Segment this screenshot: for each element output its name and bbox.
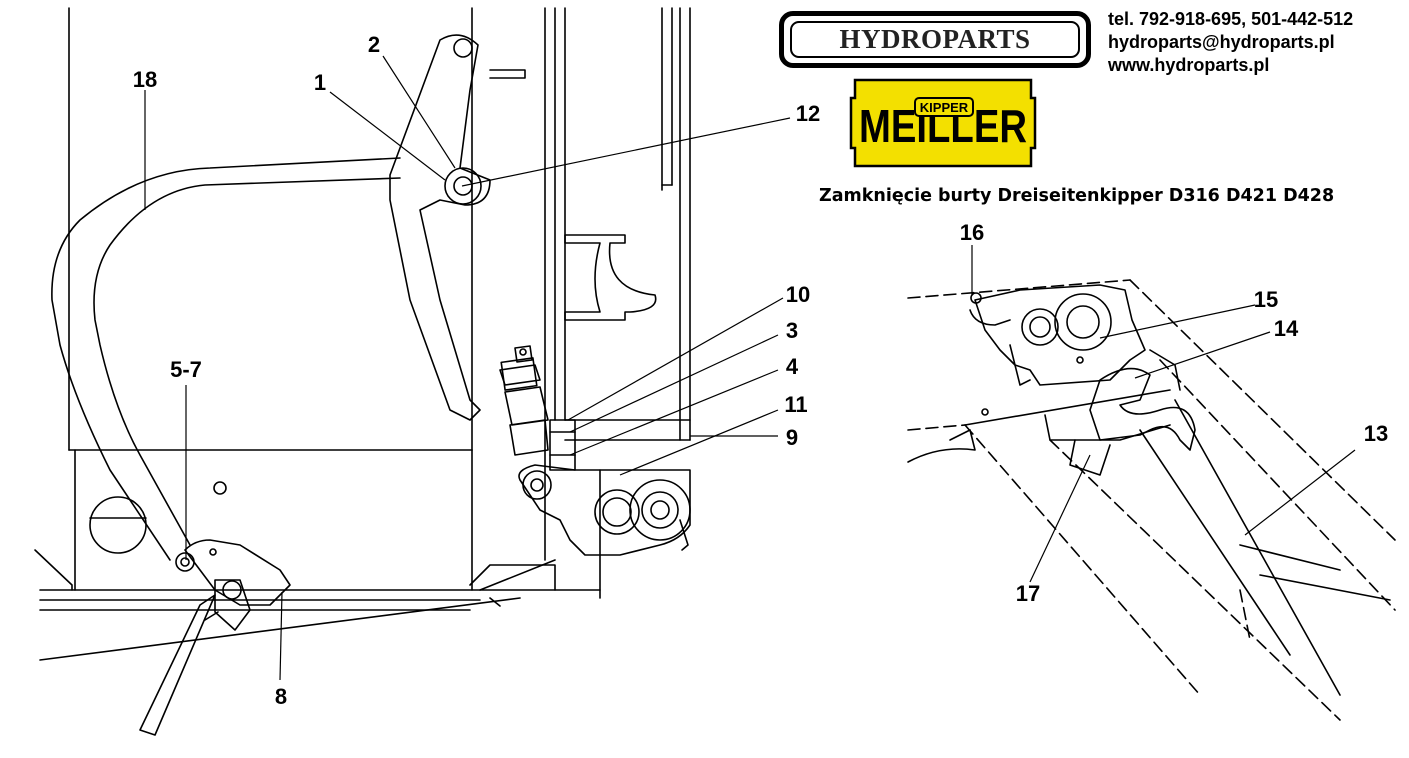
- callout-11: 11: [784, 392, 807, 417]
- diagram-title: Zamknięcie burty Dreiseitenkipper D316 D…: [819, 186, 1335, 206]
- callout-14: 14: [1274, 316, 1299, 341]
- callout-15: 15: [1254, 287, 1278, 312]
- callout-10: 10: [786, 282, 810, 307]
- callout-13: 13: [1364, 421, 1388, 446]
- callout-12: 12: [796, 101, 820, 126]
- callout-2: 2: [368, 32, 380, 57]
- kipper-logo-text: KIPPER: [920, 100, 969, 115]
- callout-9: 9: [786, 425, 798, 450]
- email-text: hydroparts@hydroparts.pl: [1108, 32, 1335, 52]
- detail-drawing: [907, 279, 1396, 721]
- callout-8: 8: [275, 684, 287, 709]
- callout-numbers: 1 2 3 4 5-7 8 9 10 11 12 13 14 15 16 17 …: [133, 32, 1388, 709]
- callout-16: 16: [960, 220, 984, 245]
- leader-lines: [144, 55, 1356, 681]
- callout-17: 17: [1016, 581, 1040, 606]
- website-text: www.hydroparts.pl: [1108, 55, 1270, 75]
- callout-18: 18: [133, 67, 157, 92]
- callout-4: 4: [786, 354, 799, 379]
- callout-1: 1: [314, 70, 326, 95]
- company-name: HYDROPARTS: [839, 24, 1031, 54]
- contact-info: tel. 792-918-695, 501-442-512 hydroparts…: [1108, 8, 1353, 77]
- meiller-logo: MEILLER KIPPER: [849, 78, 1037, 168]
- callout-5-7: 5-7: [170, 357, 202, 382]
- phone-text: tel. 792-918-695, 501-442-512: [1108, 9, 1354, 29]
- callout-3: 3: [786, 318, 798, 343]
- hydroparts-logo-frame: HYDROPARTS: [790, 21, 1080, 58]
- main-assembly-drawing: [34, 7, 691, 736]
- hydroparts-logo: HYDROPARTS: [779, 11, 1091, 68]
